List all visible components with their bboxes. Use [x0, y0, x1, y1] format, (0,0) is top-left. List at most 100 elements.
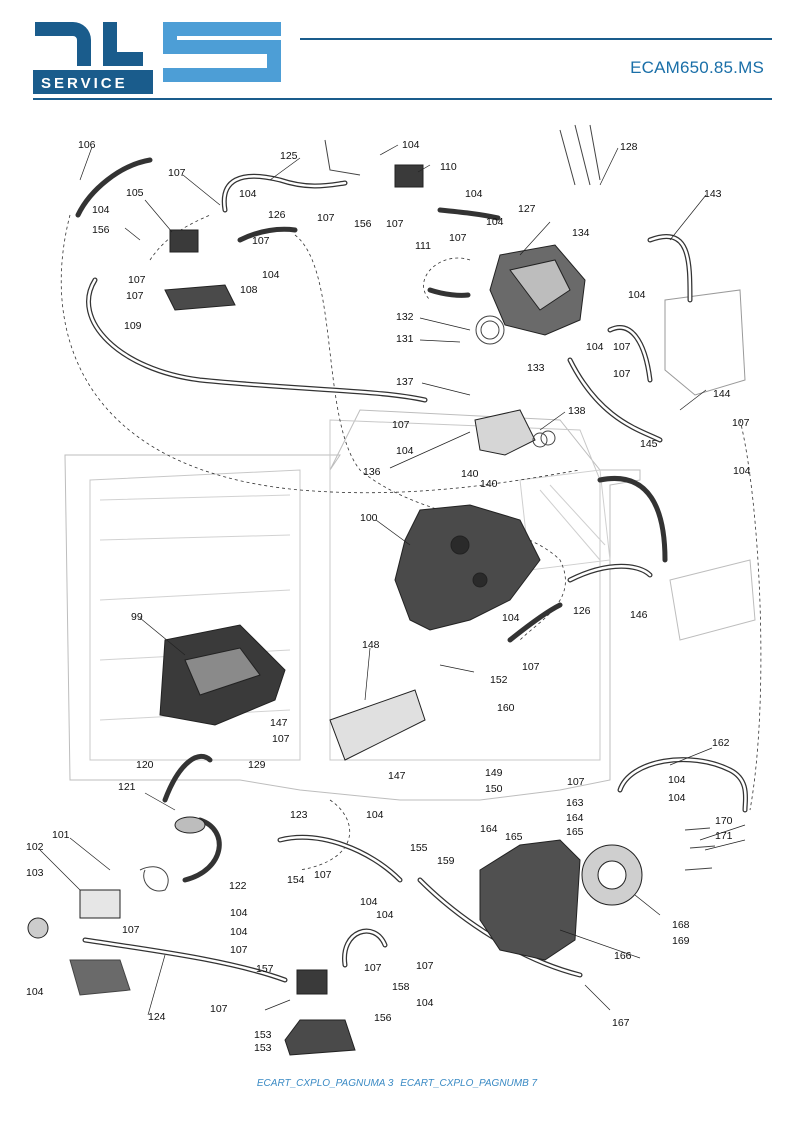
part-number-label: 107: [392, 419, 410, 431]
part-number-label: 128: [620, 141, 638, 153]
part-number-label: 153: [254, 1029, 272, 1041]
part-number-label: 164: [480, 823, 498, 835]
part-number-label: 104: [402, 139, 420, 151]
part-number-label: 104: [586, 341, 604, 353]
part-number-label: 106: [78, 139, 96, 151]
part-number-label: 104: [465, 188, 483, 200]
part-number-label: 145: [640, 438, 658, 450]
part-number-label: 104: [733, 465, 751, 477]
part-number-label: 123: [290, 809, 308, 821]
part-number-label: 152: [490, 674, 508, 686]
part-number-label: 168: [672, 919, 690, 931]
part-number-label: 164: [566, 812, 584, 824]
part-number-label: 104: [366, 809, 384, 821]
part-number-label: 104: [486, 216, 504, 228]
part-number-label: 147: [388, 770, 406, 782]
part-number-label: 144: [713, 388, 731, 400]
part-number-label: 165: [505, 831, 523, 843]
part-number-label: 100: [360, 512, 378, 524]
part-number-label: 153: [254, 1042, 272, 1054]
part-number-label: 157: [256, 963, 274, 975]
part-number-label: 99: [131, 611, 143, 623]
part-number-label: 125: [280, 150, 298, 162]
part-number-label: 155: [410, 842, 428, 854]
part-number-label: 166: [614, 950, 632, 962]
part-number-label: 107: [210, 1003, 228, 1015]
part-number-label: 103: [26, 867, 44, 879]
part-number-label: 140: [480, 478, 498, 490]
part-number-label: 104: [360, 896, 378, 908]
part-number-label: 104: [230, 907, 248, 919]
part-number-label: 107: [567, 776, 585, 788]
header-rule-bottom: [33, 98, 772, 100]
part-number-label: 107: [314, 869, 332, 881]
part-number-label: 104: [262, 269, 280, 281]
part-number-label: 109: [124, 320, 142, 332]
part-number-label: 148: [362, 639, 380, 651]
part-number-label: 158: [392, 981, 410, 993]
part-number-label: 154: [287, 874, 305, 886]
part-number-label: 156: [92, 224, 110, 236]
part-number-label: 108: [240, 284, 258, 296]
part-number-label: 169: [672, 935, 690, 947]
part-number-label: 171: [715, 830, 733, 842]
part-number-label: 107: [732, 417, 750, 429]
part-number-label: 102: [26, 841, 44, 853]
part-number-label: 122: [229, 880, 247, 892]
part-number-label: 126: [268, 209, 286, 221]
exploded-parts-diagram: 106 105 104 156 107 104 125 104 110 104 …: [26, 124, 762, 1056]
part-number-label: 120: [136, 759, 154, 771]
part-number-label: 138: [568, 405, 586, 417]
page-header: SERVICE ECAM650.85.MS: [0, 0, 794, 105]
part-number-label: 149: [485, 767, 503, 779]
part-number-label: 110: [440, 161, 457, 173]
dls-service-logo: SERVICE: [33, 22, 281, 94]
part-number-label: 107: [252, 235, 270, 247]
part-number-label: 104: [396, 445, 414, 457]
part-number-label: 107: [522, 661, 540, 673]
part-number-label: 134: [572, 227, 590, 239]
part-number-label: 107: [613, 341, 631, 353]
part-number-label: 160: [497, 702, 515, 714]
part-number-label: 127: [518, 203, 536, 215]
part-number-label: 136: [363, 466, 381, 478]
part-number-label: 104: [239, 188, 257, 200]
part-number-label: 147: [270, 717, 288, 729]
part-number-label: 165: [566, 826, 584, 838]
part-number-label: 104: [230, 926, 248, 938]
part-number-label: 107: [416, 960, 434, 972]
part-number-label: 101: [52, 829, 70, 841]
part-number-label: 107: [128, 274, 146, 286]
part-number-label: 104: [92, 204, 110, 216]
part-number-label: 107: [317, 212, 335, 224]
part-number-label: 107: [168, 167, 186, 179]
part-number-label: 170: [715, 815, 733, 827]
footer-text-a: ECART_CXPLO_PAGNUMA 3: [256, 1078, 394, 1089]
header-rule-top: [300, 38, 772, 40]
part-number-label: 111: [415, 240, 431, 252]
part-number-label: 107: [613, 368, 631, 380]
model-number: ECAM650.85.MS: [630, 58, 764, 77]
part-number-label: 137: [396, 376, 414, 388]
part-number-label: 126: [573, 605, 591, 617]
part-number-label: 104: [416, 997, 434, 1009]
part-number-label: 140: [461, 468, 479, 480]
part-number-label: 104: [668, 774, 686, 786]
part-number-label: 107: [122, 924, 140, 936]
part-number-label: 143: [704, 188, 722, 200]
part-number-label: 104: [628, 289, 646, 301]
part-number-label: 107: [364, 962, 382, 974]
part-number-label: 105: [126, 187, 144, 199]
part-number-label: 121: [118, 781, 136, 793]
part-number-label: 156: [374, 1012, 392, 1024]
part-number-label: 162: [712, 737, 730, 749]
part-number-label: 107: [126, 290, 144, 302]
logo-service-text: SERVICE: [41, 75, 128, 92]
part-number-label: 104: [668, 792, 686, 804]
part-number-label: 107: [230, 944, 248, 956]
part-number-label: 167: [612, 1017, 630, 1029]
part-number-label: 163: [566, 797, 584, 809]
part-number-label: 131: [396, 333, 414, 345]
part-number-label: 146: [630, 609, 648, 621]
part-number-label: 104: [376, 909, 394, 921]
